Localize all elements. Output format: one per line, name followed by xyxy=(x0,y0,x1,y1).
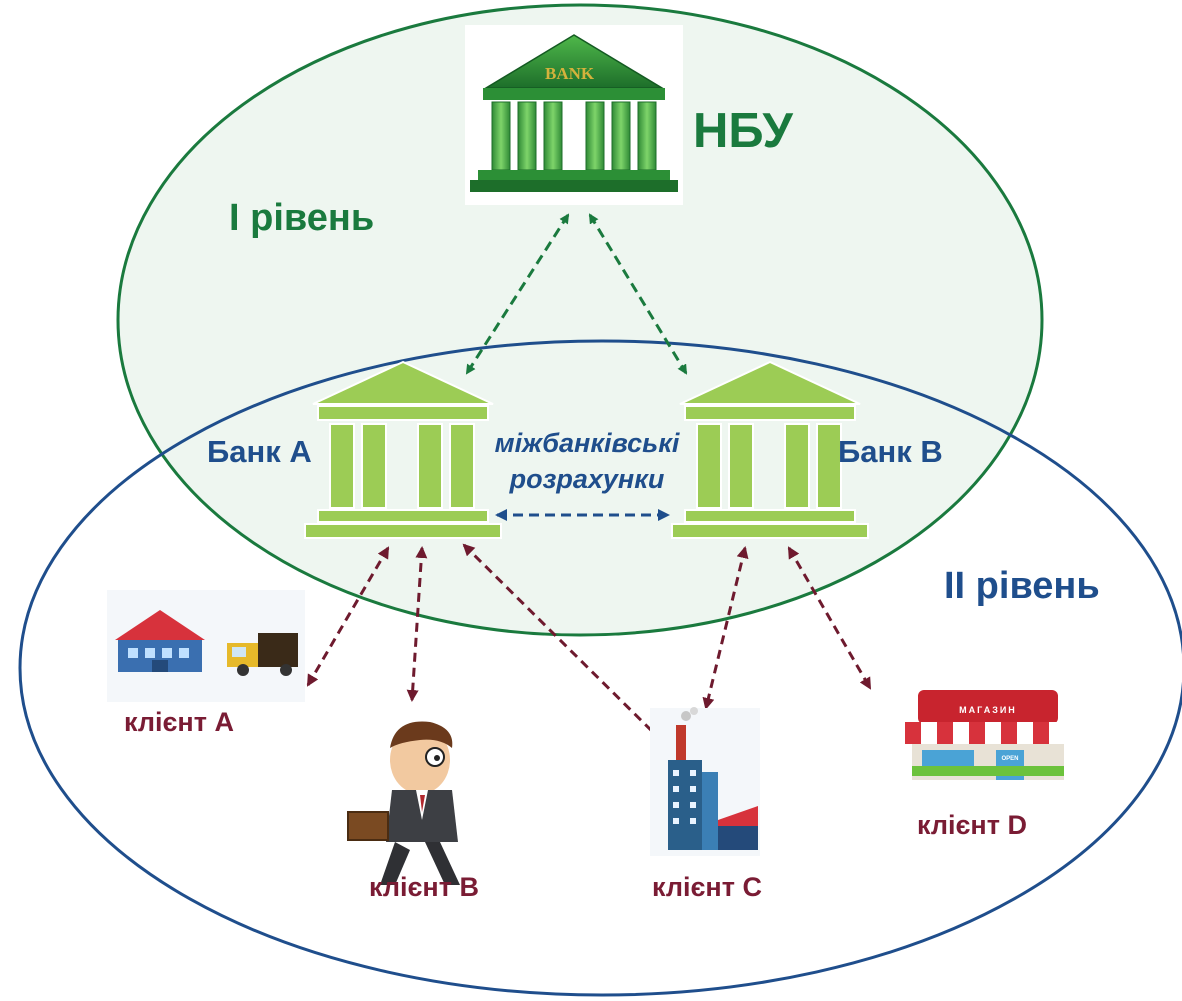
bank-a-client-a-arrow xyxy=(306,546,390,687)
client-a-icon xyxy=(107,590,305,702)
interbank-label-line2: розрахунки xyxy=(509,464,665,494)
nbu-sign-text: BANK xyxy=(545,64,595,83)
shop-sign-text: МАГАЗИН xyxy=(959,705,1017,715)
bank-b-icon xyxy=(671,360,869,539)
bank-b-client-d-arrow xyxy=(787,546,872,690)
bank-a-client-c-arrow xyxy=(462,543,665,744)
client-a-label: клієнт А xyxy=(124,707,234,737)
interbank-label-line1: міжбанківські xyxy=(494,428,680,458)
bank-a-icon xyxy=(304,360,502,539)
shop-badge-text: OPEN xyxy=(1001,756,1018,762)
bank-b-client-c-arrow xyxy=(702,546,749,710)
nbu-label: НБУ xyxy=(693,104,793,158)
client-d-icon xyxy=(905,690,1071,780)
client-b-label: клієнт В xyxy=(369,872,479,902)
client-c-icon xyxy=(650,707,760,856)
client-c-label: клієнт С xyxy=(652,872,762,902)
client-b-icon xyxy=(347,721,460,885)
level-one-label: І рівень xyxy=(229,197,375,239)
nbu-bank-icon xyxy=(465,25,683,205)
level-two-label: ІІ рівень xyxy=(944,565,1100,607)
bank-a-label: Банк А xyxy=(207,434,312,469)
bank-b-label: Банк В xyxy=(838,434,943,469)
bank-a-client-b-arrow xyxy=(406,546,428,702)
client-d-label: клієнт D xyxy=(917,810,1027,840)
